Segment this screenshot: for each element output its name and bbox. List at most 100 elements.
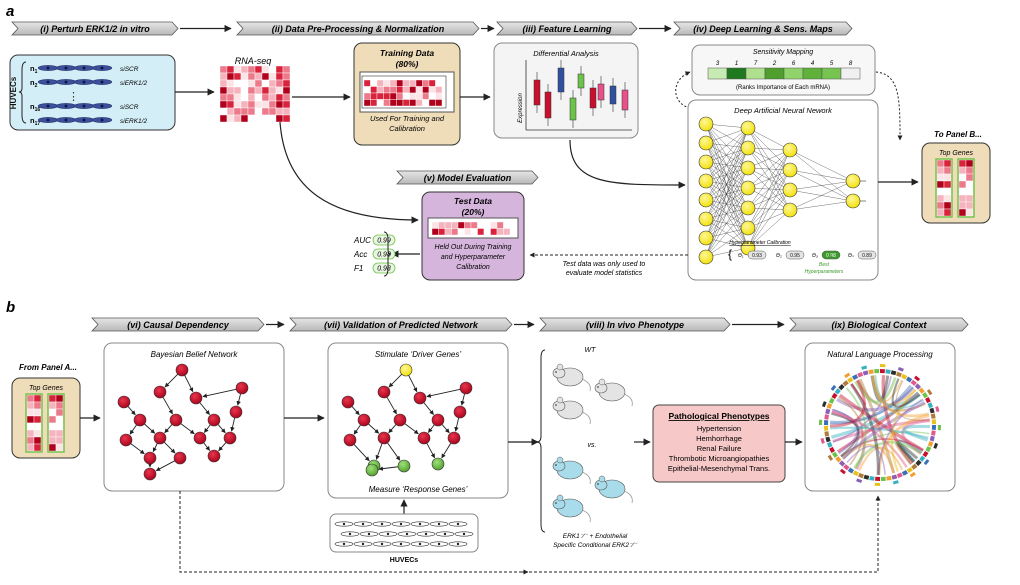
validation-edge [388,373,403,388]
bbn-node [117,395,131,409]
bbn-edge [217,424,226,434]
nn-edge [705,142,749,189]
training-cell [383,99,391,107]
rnaseq-cell [240,86,249,95]
chord-segment [925,397,931,404]
topgenes-a-r-cell [965,187,974,196]
huvec-label: HUVECs [9,76,18,109]
chord-link [872,375,924,410]
rnaseq-cell [254,100,263,109]
topgenes-b-l-cell [26,394,35,403]
topgenes-a-r-cell [958,187,967,196]
chord-segment [890,370,897,376]
test-cell [496,228,504,236]
huvec-b-nucleus [424,532,428,536]
training-cell [396,99,404,107]
nn-edge [705,167,749,201]
training-cell [389,79,397,87]
boxplot-box [569,97,577,121]
validation-edge [423,402,434,415]
chord-link [841,431,930,458]
sens-caption: (Ranks Importance of Each mRNA) [736,85,830,91]
validation-edge [375,443,383,460]
training-cell [383,79,391,87]
bottom-dashed-connector [179,491,881,573]
huvec-cond-2: siERK1/2 [120,80,147,87]
dann-title: Deep Artificial Neural Nework [734,106,833,115]
huvec-b-nucleus [399,522,403,526]
sens-rank-4: 2 [772,61,777,67]
nn-node [782,182,798,198]
chord-segment [880,476,886,481]
topgenes-b-r-cell [55,415,64,424]
topgenes-b-l-cell [26,408,35,417]
test-cell [490,228,498,236]
bbn-edge [180,423,195,435]
validation-edge [460,393,465,406]
chord-segment [838,460,846,467]
huvec-n-1: n1 [30,64,38,75]
stage-a-2-label: (ii) Data Pre-Processing & Normalization [272,24,445,34]
wt-label: WT [585,347,597,354]
hyper-val-4: 0.89 [862,253,872,259]
rnaseq-cell [240,107,249,116]
training-cell [363,99,371,107]
mouse-wt-2-ear [598,378,606,386]
metric-name-3: F1 [354,264,363,273]
chord-link [831,410,908,468]
topgenes-a-outline-l [935,158,953,218]
chord-link [853,440,922,469]
validation-node [377,385,391,399]
validation-edge [426,388,461,398]
huvec-b-nucleus [437,542,441,546]
mouse-wt-1 [552,363,591,392]
bbn-edge [202,388,237,398]
nn-edge [705,147,749,163]
nn-edge [747,127,791,151]
chord-link [854,376,897,404]
topgenes-a-l-cell [936,201,945,210]
topgenes-b-r-cell [48,422,57,431]
chord-link [845,387,867,470]
bbn-edge [163,441,176,454]
chord-segment [929,407,935,414]
mouse-ko-2-tail [623,490,633,504]
chord-segment [914,383,922,390]
chord-link [903,424,931,442]
rnaseq-cell [233,107,242,116]
rnaseq-cell [268,114,277,123]
chord-link [891,378,921,408]
nn-edge [747,149,791,209]
topgenes-a-r-cell [965,180,974,189]
topgenes-a-l-cell [943,194,952,203]
training-cell [396,86,404,94]
huvec-nucleus [82,66,86,70]
training-cell [363,92,371,100]
validation-edge [353,424,361,435]
nn-node [782,202,798,218]
panel-a-stage-bars: (i) Perturb ERK1/2 in vitro(ii) Data Pre… [11,21,853,36]
rnaseq-cell [254,107,263,116]
topgenes-b-r-cell [55,436,64,445]
rnaseq-cell [219,100,228,109]
test-cell [464,228,472,236]
test-note-2: evaluate model statistics [566,270,643,277]
chord-segment [824,431,830,437]
chord-segment [839,468,846,475]
rnaseq-cell [261,93,270,102]
topgenes-a-l-cell [943,187,952,196]
rnaseq-cell [247,93,256,102]
topgenes-b-l-cell [33,443,42,452]
chord-segment [842,380,849,387]
rnaseq-cell [247,79,256,88]
topgenes-a-r-cell [965,166,974,175]
topgenes-b-l-cell [26,429,35,438]
hyper-sym-4: Θₙ [848,253,855,259]
huvec-nucleus [64,104,68,108]
topgenes-a-l-cell [936,194,945,203]
nn-edge [705,127,749,201]
rnaseq-cell [247,72,256,81]
nn-edge [747,189,791,249]
